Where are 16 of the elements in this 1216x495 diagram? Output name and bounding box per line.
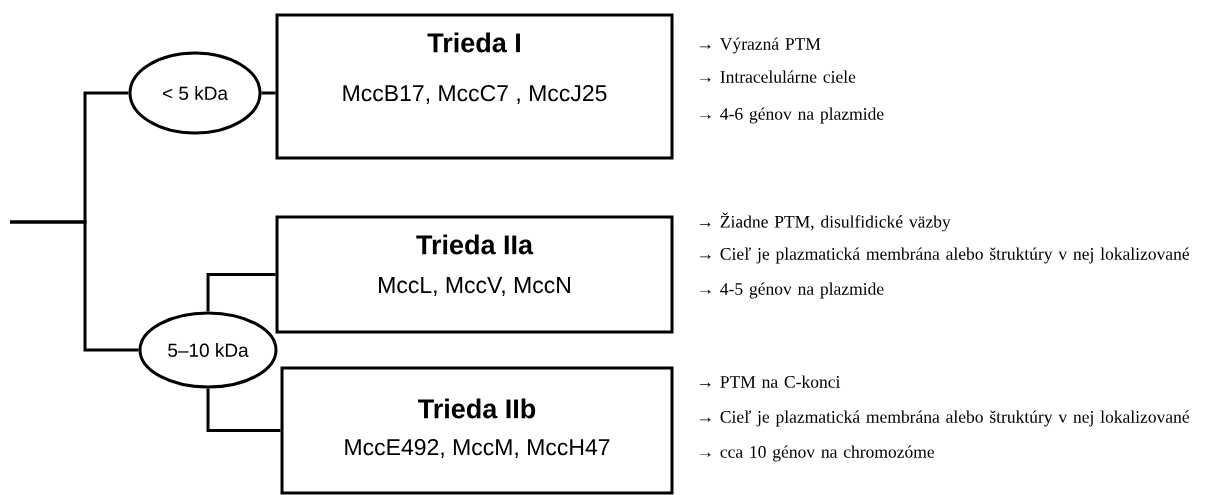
note-text: → Intracelulárne ciele: [700, 70, 856, 83]
class-box: Trieda IIa MccL, MccV, MccN: [275, 215, 674, 334]
connector-line: [206, 273, 276, 312]
note-text: → 4-6 génov na plazmide: [700, 107, 884, 124]
note-text: → cca 10 génov na chromozóme: [700, 445, 934, 462]
note-text: → Cieľ je plazmatická membrána alebo štruktúry v nej lokalizované: [700, 410, 1189, 427]
connector-line: [206, 388, 281, 432]
note-text: → Žiadne PTM, disulfidické väzby: [700, 212, 951, 232]
note-text: → Výrazná PTM: [700, 37, 821, 54]
note-text: → 4-5 génov na plazmide: [700, 282, 884, 299]
class-box: Trieda I MccB17, MccC7 , MccJ25: [275, 13, 674, 160]
class-box: Trieda IIb MccE492, MccM, MccH47: [280, 366, 674, 495]
connector-line: [261, 91, 276, 95]
note-text: → Cieľ je plazmatická membrána alebo štruktúry v nej lokalizované: [700, 247, 1189, 264]
connector-line: [10, 220, 139, 352]
note-text: → PTM na C-konci: [700, 375, 841, 388]
